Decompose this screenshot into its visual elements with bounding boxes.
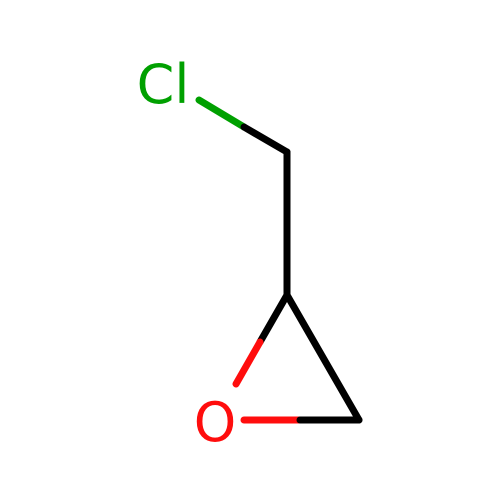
bond-cl-ch2-c-half (240, 123, 291, 156)
atom-label-chlorine: Cl (137, 53, 190, 116)
bond-cl-ch2-cl-half (195, 96, 248, 131)
bond-ch-o-o-half (232, 338, 264, 388)
atom-label-oxygen: O (194, 391, 237, 454)
bond-ch-ch2-ring (283, 291, 363, 424)
bond-ch-o-c-half (256, 291, 291, 346)
